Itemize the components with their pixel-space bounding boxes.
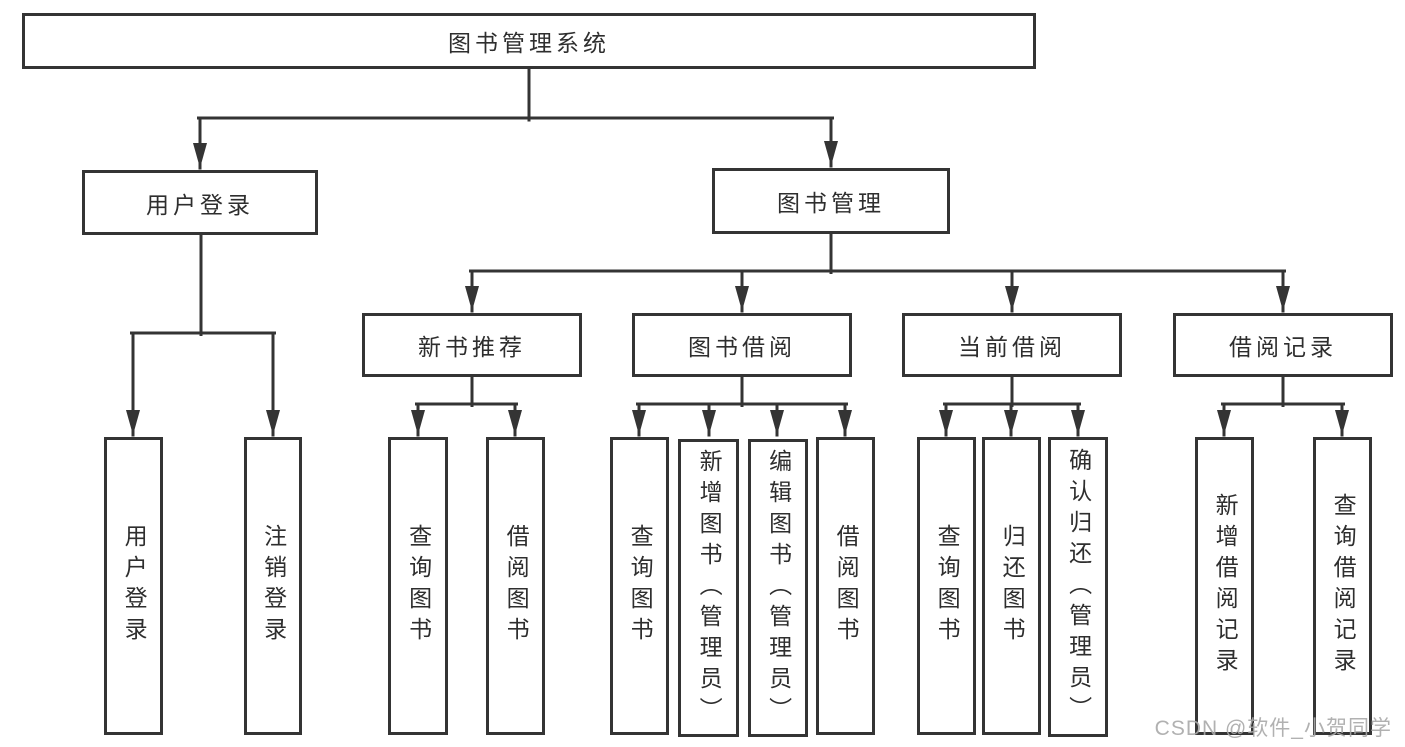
leaf-borrow-books-borrowing-label: 借阅图书 [833,524,860,648]
leaf-edit-books-admin-label: 编辑图书（管理员） [765,448,792,728]
leaf-add-borrow-record-label: 新增借阅记录 [1212,493,1239,679]
node-new-book-recommend-label: 新书推荐 [418,334,526,360]
leaf-borrow-books-recommend-label: 借阅图书 [503,524,530,648]
leaf-query-books-recommend: 查询图书 [388,437,448,735]
leaf-logout-label: 注销登录 [260,524,287,648]
leaf-borrow-books-borrowing: 借阅图书 [816,437,875,735]
leaf-user-login-label: 用户登录 [121,524,148,648]
leaf-return-books-label: 归还图书 [999,524,1026,648]
leaf-add-borrow-record: 新增借阅记录 [1195,437,1254,735]
node-current-borrowing-label: 当前借阅 [958,334,1066,360]
leaf-query-books-current-label: 查询图书 [934,524,961,648]
leaf-return-books: 归还图书 [982,437,1041,735]
node-root: 图书管理系统 [22,13,1036,69]
node-user-login-label: 用户登录 [146,191,254,218]
node-root-label: 图书管理系统 [448,30,610,56]
leaf-add-books-admin: 新增图书（管理员） [678,439,739,737]
leaf-query-books-borrowing: 查询图书 [610,437,669,735]
node-book-borrowing-label: 图书借阅 [688,334,796,360]
node-borrowing-records-label: 借阅记录 [1229,334,1337,360]
node-current-borrowing: 当前借阅 [902,313,1122,377]
leaf-edit-books-admin: 编辑图书（管理员） [748,439,808,737]
leaf-add-books-admin-label: 新增图书（管理员） [696,448,723,728]
leaf-confirm-return-admin-label: 确认归还（管理员） [1065,447,1092,727]
node-user-login: 用户登录 [82,170,318,235]
leaf-user-login: 用户登录 [104,437,163,735]
leaf-logout: 注销登录 [244,437,302,735]
node-book-management-label: 图书管理 [777,190,885,216]
leaf-query-books-recommend-label: 查询图书 [405,524,432,648]
node-borrowing-records: 借阅记录 [1173,313,1393,377]
leaf-query-books-current: 查询图书 [917,437,976,735]
leaf-query-borrow-record: 查询借阅记录 [1313,437,1372,735]
leaf-query-borrow-record-label: 查询借阅记录 [1330,493,1357,679]
node-new-book-recommend: 新书推荐 [362,313,582,377]
node-book-borrowing: 图书借阅 [632,313,852,377]
leaf-borrow-books-recommend: 借阅图书 [486,437,545,735]
node-book-management: 图书管理 [712,168,950,234]
leaf-confirm-return-admin: 确认归还（管理员） [1048,437,1108,737]
leaf-query-books-borrowing-label: 查询图书 [627,524,654,648]
csdn-watermark: CSDN @软件_小贺同学 [1154,717,1392,740]
